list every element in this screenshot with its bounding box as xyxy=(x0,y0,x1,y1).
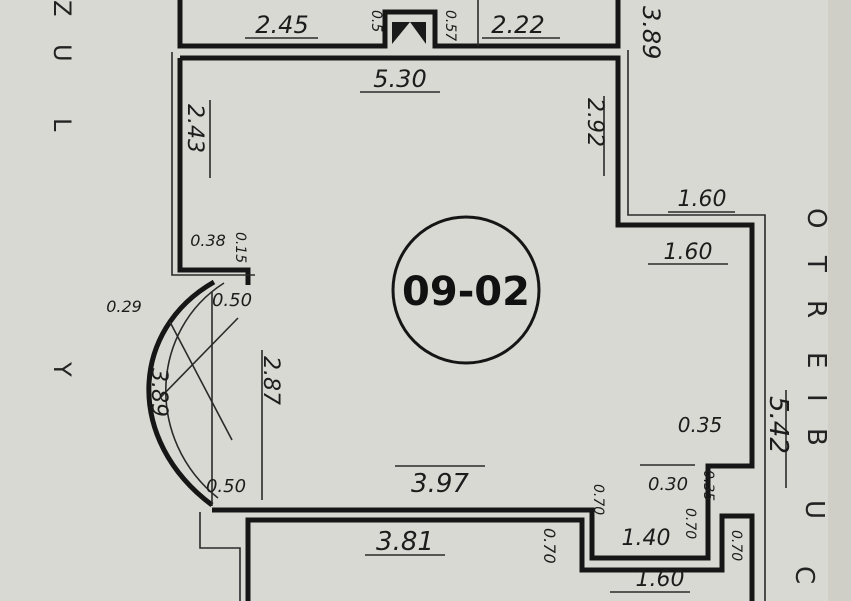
dim-right-step-inner: 0.30 xyxy=(648,474,688,495)
dim-inner-left-height: 2.87 xyxy=(258,356,283,405)
dim-bottom-corner-depth: 0.70 xyxy=(728,530,744,561)
dimension-lines xyxy=(209,37,787,593)
dim-top-left-room: 2.45 xyxy=(255,11,308,39)
top-rooms xyxy=(177,0,621,49)
margin-right-letter-5: E xyxy=(801,352,831,368)
bay-arc-inner xyxy=(165,282,225,499)
room-label-circle xyxy=(391,215,541,365)
left-wall xyxy=(177,58,251,285)
margin-right-letter-4: I xyxy=(801,394,831,402)
dim-top-stair-left: 0.5 xyxy=(368,10,384,32)
dim-bottom-mid-depth: 0.70 xyxy=(590,484,606,515)
dim-right-total-height: 5.42 xyxy=(763,396,793,454)
margin-left-letter-4: Y xyxy=(48,361,76,377)
bottom-left-step xyxy=(199,512,241,601)
dim-notch-lower-width: 1.60 xyxy=(664,240,713,265)
margin-right-letter-8: O xyxy=(801,208,831,228)
dim-arc-top-width: 0.50 xyxy=(212,290,252,311)
main-room-walls xyxy=(180,55,755,561)
dim-arc-bottom-width: 0.50 xyxy=(206,476,246,497)
dim-top-right-height: 3.89 xyxy=(637,6,665,59)
top-room-walls xyxy=(177,0,621,49)
dim-bottom-right-width: 1.60 xyxy=(636,567,685,592)
dim-bottom-room-width: 3.81 xyxy=(376,527,434,557)
margin-right-letter-1: C xyxy=(789,566,819,584)
dim-left-step-depth: 0.15 xyxy=(232,232,248,263)
margin-left-letter-3: L xyxy=(48,118,76,132)
dim-right-step-width: 0.35 xyxy=(678,413,723,437)
dim-notch-upper-width: 1.60 xyxy=(678,187,727,212)
dim-left-step-width: 0.38 xyxy=(190,231,226,250)
margin-right-letter-2: U xyxy=(799,500,829,519)
paper-edge xyxy=(828,0,851,601)
outer-left-line xyxy=(171,52,255,276)
margin-right-letter-7: T xyxy=(801,255,831,272)
dim-bottom-right-depth: 0.70 xyxy=(682,508,698,539)
margin-left-letter-1: Z xyxy=(48,0,76,16)
room-label: 09-02 xyxy=(402,269,530,315)
dim-right-upper-height: 2.92 xyxy=(582,98,607,147)
dim-bottom-wall-width: 3.97 xyxy=(411,469,469,499)
dim-main-top-width: 5.30 xyxy=(373,65,426,93)
dim-left-wall-height: 2.43 xyxy=(182,104,207,153)
dim-arc-top-gap: 0.29 xyxy=(106,297,142,316)
dim-right-step-depth: 0.35 xyxy=(700,470,716,501)
margin-right-letter-3: B xyxy=(801,428,831,446)
bay-arc xyxy=(146,279,216,508)
bottom-room-walls xyxy=(245,513,755,601)
dim-top-right-room: 2.22 xyxy=(491,11,544,39)
margin-right-letter-6: R xyxy=(801,300,831,318)
dim-arc-length: 3.89 xyxy=(146,368,171,417)
dim-bottom-mid-width: 1.40 xyxy=(622,526,671,551)
bay-cross xyxy=(159,317,239,441)
margin-left-letter-2: U xyxy=(48,44,76,62)
outer-right-line xyxy=(627,50,766,601)
stair-notch xyxy=(392,22,426,44)
dim-bottom-left-depth: 0.70 xyxy=(540,528,559,564)
dim-top-stair-right: 0.57 xyxy=(442,10,458,41)
